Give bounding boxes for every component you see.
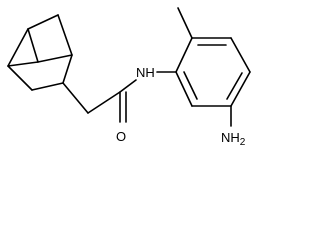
bond-nb-6 [7,28,29,67]
amine-label-subscript: 2 [240,137,246,148]
bond-nb-8 [37,54,73,63]
bond-carbonyl-n [119,79,137,93]
bond-ring-ch2 [62,82,89,114]
bond-nb-1 [27,14,59,30]
benzene-ring [175,37,251,107]
amine-label: NH2 [221,130,246,148]
chemical-structure-diagram: NH O NH2 [7,7,251,148]
amide-nitrogen-label: NH [136,65,155,80]
bond-ar-3 [230,37,251,73]
norbornane-ring [7,14,73,91]
bond-nb-5 [7,65,33,91]
bond-ar-1 [175,37,193,73]
bond-ar-4 [230,71,251,107]
bond-ar-inner-3 [183,71,198,100]
bond-nb-3 [62,54,73,84]
acetamide-linker [62,71,177,123]
bond-nb-2 [57,14,73,56]
bond-nb-7 [27,28,39,63]
carbonyl-oxygen-label: O [116,129,126,144]
bond-nb-4 [31,82,64,91]
bond-ar-6 [175,71,193,107]
bond-ar-inner-2 [226,72,243,100]
amine-label-main: NH [221,130,240,145]
bond-nb-9 [7,61,39,67]
bond-methyl [177,7,193,39]
bond-ch2-carbonyl [87,91,121,114]
methyl-substituent [177,7,193,39]
